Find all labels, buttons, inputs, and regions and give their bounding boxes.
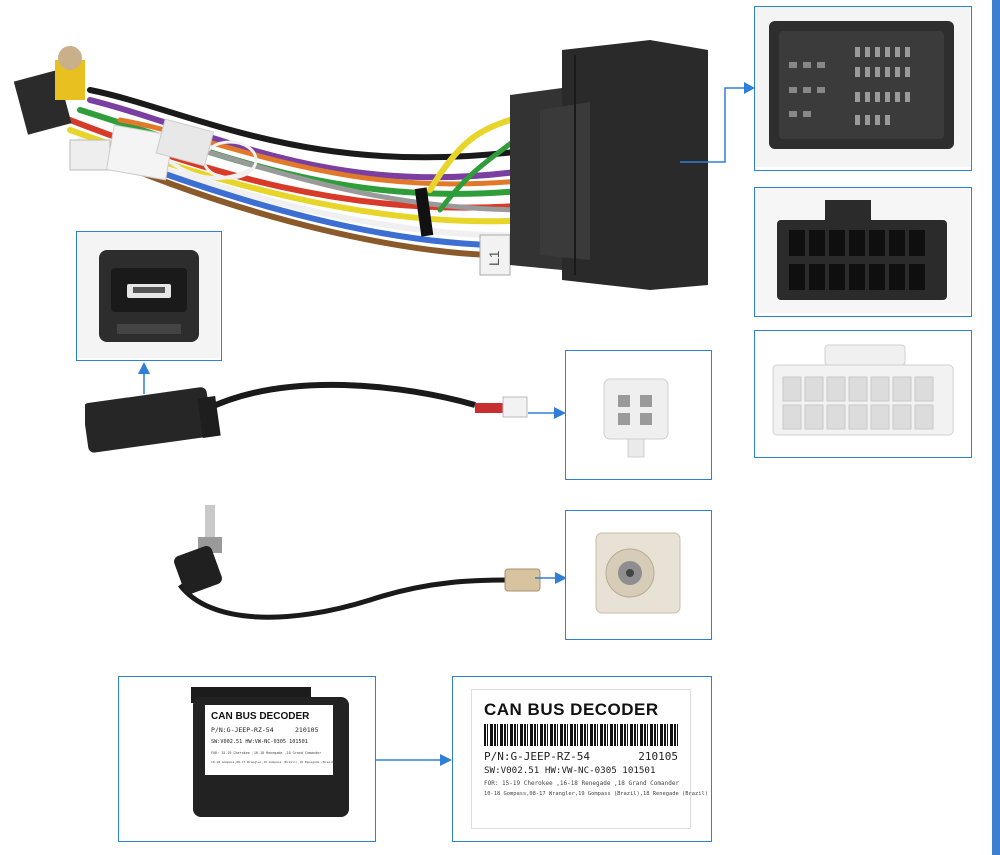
panel-antenna-fakra-plug <box>565 510 712 640</box>
decoder-zoom-line1: FOR: 15-19 Cherokee ,16-18 Renegade ,18 … <box>484 780 680 787</box>
right-edge-accent <box>992 0 1000 855</box>
arrow-usb-right <box>528 407 566 419</box>
usb-cable-photo <box>85 375 555 465</box>
panel-usb-connector <box>76 231 222 361</box>
decoder-zoom-sw: SW:V002.51 HW:VW-NC-0305 101501 <box>484 765 656 776</box>
panel-canbus-decoder: CAN BUS DECODER P/N:G-JEEP-RZ-54 210105 … <box>118 676 376 842</box>
arrow-decoder-right <box>376 754 452 766</box>
arrow-usb-up <box>138 362 150 394</box>
decoder-zoom-line2: 10-18 Gompass,08-17 Wrangler,19 Gompass … <box>484 791 708 797</box>
panel-black-16pin-connector <box>754 187 972 317</box>
decoder-small-line2: 10-18 Gompass,08-17 Wrangler,19 Gompass … <box>211 760 336 764</box>
main-harness-connector <box>510 40 708 290</box>
arrow-antenna-right <box>535 572 567 584</box>
harness-tag-label: L1 <box>486 250 502 266</box>
antenna-adapter-photo <box>150 495 560 625</box>
decoder-zoom-date: 210105 <box>638 750 678 763</box>
decoder-small-line1: FOR: 15-19 Cherokee ,16-18 Renegade ,18 … <box>211 751 321 755</box>
decoder-small-pn: P/N:G-JEEP-RZ-54 <box>211 726 274 734</box>
panel-canbus-label-closeup: CAN BUS DECODER P/N:G-JEEP-RZ-54 210105 … <box>452 676 712 842</box>
barcode <box>484 724 678 746</box>
panel-main-connector-closeup <box>754 6 972 171</box>
decoder-small-title: CAN BUS DECODER <box>211 711 310 722</box>
callout-line-main <box>680 82 755 163</box>
decoder-small-sw: SW:V002.51 HW:VW-NC-0305 101501 <box>211 739 308 745</box>
decoder-zoom-pn: P/N:G-JEEP-RZ-54 <box>484 750 590 763</box>
decoder-zoom-title: CAN BUS DECODER <box>484 700 659 719</box>
panel-white-16pin-connector <box>754 330 972 458</box>
panel-usb-white-plug <box>565 350 712 480</box>
wiring-harness-photo: L1 <box>10 30 730 310</box>
decoder-small-date: 210105 <box>295 726 319 734</box>
